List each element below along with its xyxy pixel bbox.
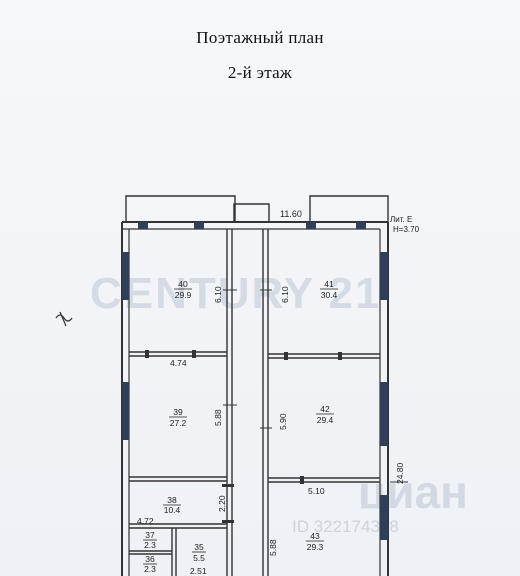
svg-text:41: 41 <box>324 279 334 289</box>
svg-text:2.3: 2.3 <box>144 564 156 574</box>
svg-text:10.4: 10.4 <box>164 505 181 515</box>
lit-label: Лит. Е <box>390 215 412 224</box>
dim-room40-width: 4.74 <box>170 358 187 368</box>
dim-room38-width: 4.72 <box>137 516 154 526</box>
margin-mark <box>55 311 73 327</box>
dim-room41-height: 6.10 <box>280 286 290 303</box>
room-38-label: 38 10.4 <box>163 495 181 515</box>
balconies <box>125 195 389 222</box>
svg-text:39: 39 <box>173 407 183 417</box>
room-37-label: 37 2.3 <box>143 530 157 550</box>
dimension-lines <box>223 289 408 483</box>
svg-text:38: 38 <box>167 495 177 505</box>
room-41-label: 41 30.4 <box>320 279 338 300</box>
room-39-label: 39 27.2 <box>169 407 187 428</box>
dim-room40-height: 6.10 <box>213 286 223 303</box>
svg-text:29.9: 29.9 <box>175 290 192 300</box>
svg-text:40: 40 <box>178 279 188 289</box>
svg-text:35: 35 <box>194 542 204 552</box>
plan-title: Поэтажный план <box>196 28 324 47</box>
watermark-century21: CENTURY 21 <box>90 269 381 318</box>
svg-text:36: 36 <box>145 554 155 564</box>
room-42-label: 42 29.4 <box>316 404 334 425</box>
svg-text:29.3: 29.3 <box>307 542 324 552</box>
room-40-label: 40 29.9 <box>174 279 192 300</box>
room-35-label: 35 5.5 <box>192 542 206 563</box>
dim-right-length: 24.80 <box>395 462 405 484</box>
dim-top-width: 11.60 <box>280 209 302 219</box>
svg-text:42: 42 <box>320 404 330 414</box>
svg-text:5.5: 5.5 <box>193 553 205 563</box>
svg-text:43: 43 <box>310 531 320 541</box>
windows <box>122 222 388 540</box>
doors <box>145 350 342 523</box>
room-43-label: 43 29.3 <box>306 531 324 552</box>
dim-room42-height: 5.90 <box>278 413 288 430</box>
svg-text:30.4: 30.4 <box>321 290 338 300</box>
lit-height: Н=3.70 <box>393 225 420 234</box>
watermark-id: ID 322174368 <box>292 517 399 536</box>
floor-label: 2-й этаж <box>227 63 293 82</box>
svg-text:29.4: 29.4 <box>317 415 334 425</box>
dim-room43-height: 5.88 <box>268 539 278 556</box>
interior-walls <box>129 229 380 576</box>
dim-room39-height: 5.88 <box>213 409 223 426</box>
svg-text:27.2: 27.2 <box>170 418 187 428</box>
dim-room42-width: 5.10 <box>308 486 325 496</box>
svg-text:2.3: 2.3 <box>144 540 156 550</box>
watermark-cian: циан <box>358 466 468 518</box>
dim-room35-width: 2.51 <box>190 566 207 576</box>
dim-room38-height: 2.20 <box>217 495 227 512</box>
room-36-label: 36 2.3 <box>143 554 157 574</box>
svg-text:37: 37 <box>145 530 155 540</box>
